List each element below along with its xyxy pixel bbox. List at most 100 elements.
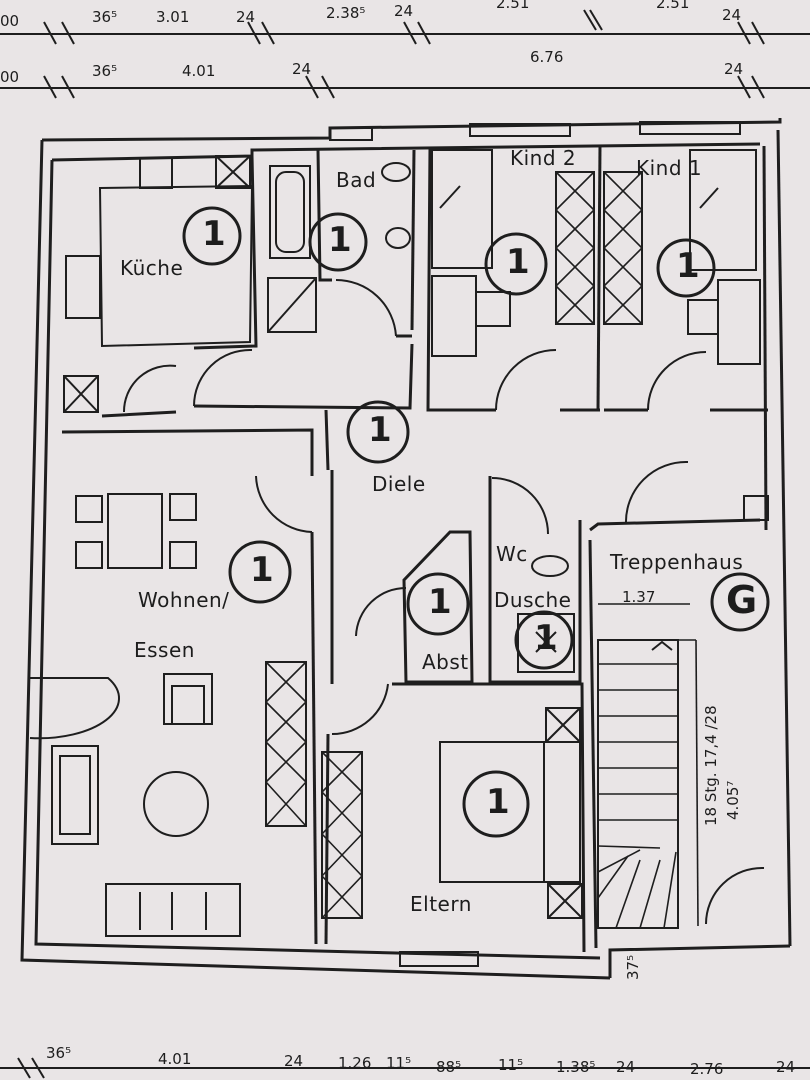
kitchen-counter xyxy=(98,184,254,348)
dim-label: 24 xyxy=(394,2,414,20)
sofa-left xyxy=(51,745,99,845)
room-label-wohnen: Wohnen/ xyxy=(138,588,230,612)
unit-marker xyxy=(406,572,470,636)
inner-wall-left-bottom xyxy=(34,159,601,960)
dim-label: 36⁵ xyxy=(92,62,118,80)
dimension-ticks xyxy=(17,9,765,1079)
dim-label: 1.26 xyxy=(338,1054,372,1072)
dim-label: 24 xyxy=(722,6,742,24)
room-label-essen: Essen xyxy=(134,638,195,662)
unit-number: 1 xyxy=(534,618,558,658)
toilet-icon xyxy=(381,162,411,182)
dim-label: 24 xyxy=(616,1058,636,1076)
dim-label: 24 xyxy=(724,60,744,78)
dim-label: 6.76 xyxy=(530,48,564,66)
desk-kind1 xyxy=(689,149,757,271)
room-label-diele: Diele xyxy=(372,472,426,496)
wall-kitchen-bad xyxy=(193,155,258,350)
dining-table xyxy=(107,493,163,569)
kitchen-door-swing xyxy=(122,364,177,413)
dim-label: 11⁵ xyxy=(386,1054,412,1072)
dim-label: 2.51 xyxy=(656,0,690,12)
kitchen-cabinet xyxy=(215,155,251,189)
washbasin-icon xyxy=(385,227,411,249)
abstellraum-walls xyxy=(402,530,474,684)
toilet-icon xyxy=(531,555,569,577)
sofa-bottom xyxy=(105,883,241,937)
unit-marker xyxy=(656,238,716,298)
dim-label: 4.01 xyxy=(182,62,216,80)
chair xyxy=(169,493,197,521)
kind1-door-swing xyxy=(647,351,707,411)
dim-label: 24 xyxy=(236,8,256,26)
room-label-kueche: Küche xyxy=(120,256,184,280)
kitchen-wall-bottom xyxy=(101,410,177,418)
unit-number: 1 xyxy=(676,246,700,286)
entrance-door-swing xyxy=(705,866,765,925)
dim-label: 2.76 xyxy=(690,1060,724,1078)
dim-label: 36⁵ xyxy=(92,8,118,26)
staircase xyxy=(597,639,679,929)
wohnen-door-swing xyxy=(255,475,313,533)
nightstand xyxy=(543,741,581,883)
dim-label: 11⁵ xyxy=(498,1056,524,1074)
wall-thickness-label: 37⁵ xyxy=(624,954,642,980)
bed-kind2 xyxy=(431,275,477,357)
wc-walls xyxy=(488,476,582,684)
room-label-wc: Wc xyxy=(496,542,528,566)
unit-marker xyxy=(308,212,368,272)
dim-label: 3.01 xyxy=(156,8,190,26)
unit-marker xyxy=(514,610,574,670)
room-label-bad: Bad xyxy=(336,168,377,192)
room-label-kind1: Kind 1 xyxy=(636,156,703,180)
coffee-table xyxy=(143,771,209,837)
unit-number: 1 xyxy=(202,214,226,254)
dim-label: 00 xyxy=(0,68,20,86)
unit-marker xyxy=(484,232,548,296)
dim-label: 36⁵ xyxy=(46,1044,72,1062)
sink-icon xyxy=(65,255,101,319)
shelf-wohnen xyxy=(265,661,307,827)
room-label-kind2: Kind 2 xyxy=(510,146,577,170)
unit-number: 1 xyxy=(506,242,530,282)
room-label-dusche: Dusche xyxy=(494,588,572,612)
unit-marker xyxy=(228,540,292,604)
stair-letter: G xyxy=(726,578,758,622)
stair-info-label: 18 Stg. 17,4 /28 xyxy=(702,705,720,826)
abst-door-swing xyxy=(355,586,407,637)
dim-label: 4.01 xyxy=(158,1050,192,1068)
dim-label: 2.51 xyxy=(496,0,530,12)
room-label-treppenhaus: Treppenhaus xyxy=(610,550,744,574)
unit-marker xyxy=(462,770,530,838)
dim-label: 2.38⁵ xyxy=(326,4,366,22)
chair xyxy=(169,541,197,569)
stair-length-label: 4.05⁷ xyxy=(724,780,742,820)
wardrobe-kind1 xyxy=(603,171,643,325)
desk-kind2 xyxy=(431,149,493,269)
windows-top xyxy=(329,121,741,967)
bad-door-swing xyxy=(193,348,253,407)
wardrobe-kind2 xyxy=(555,171,595,325)
dim-label: 1.38⁵ xyxy=(556,1058,596,1076)
room-label-eltern: Eltern xyxy=(410,892,472,916)
dim-label: 24 xyxy=(284,1052,304,1070)
stair-door-swing xyxy=(624,460,689,525)
unit-number: 1 xyxy=(428,582,452,622)
chair xyxy=(75,541,103,569)
dim-label: 24 xyxy=(776,1058,796,1076)
unit-number: 1 xyxy=(250,550,274,590)
bathtub xyxy=(269,165,311,259)
outer-wall-bottom-right xyxy=(608,944,791,978)
wc-door-swing xyxy=(491,477,549,535)
eltern-door-swing xyxy=(331,683,389,736)
unit-number: 1 xyxy=(486,782,510,822)
outer-wall-left-bottom xyxy=(20,139,611,980)
kind2-door-swing xyxy=(495,349,557,411)
chair xyxy=(75,495,103,523)
unit-marker xyxy=(182,206,242,266)
stair-marker xyxy=(710,572,770,632)
bed-kind1 xyxy=(717,279,761,365)
unit-number: 1 xyxy=(368,410,392,450)
